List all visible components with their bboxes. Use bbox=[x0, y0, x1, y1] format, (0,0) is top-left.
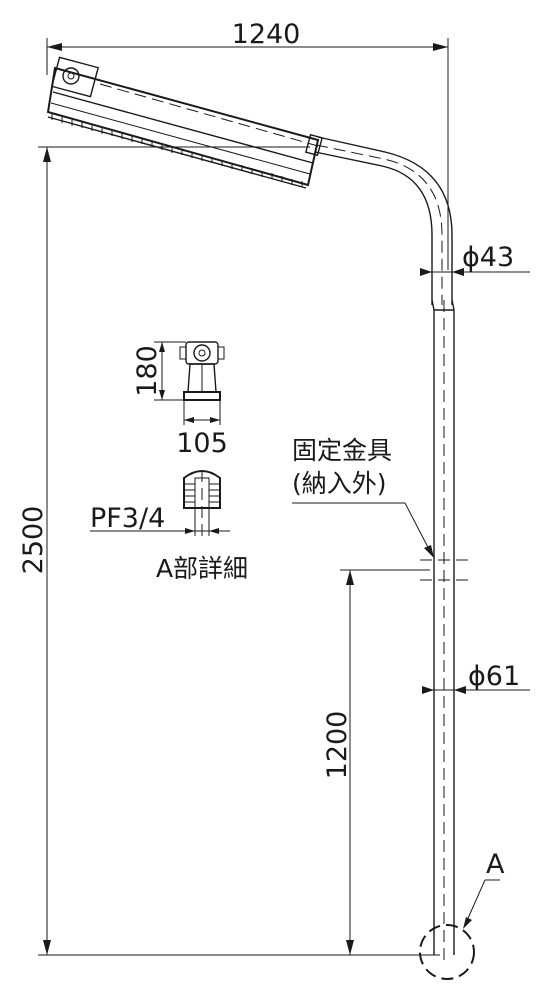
fixture-width-label: 105 bbox=[176, 428, 228, 459]
detail-a-title: A部詳細 bbox=[156, 554, 248, 583]
bracket-note: 固定金具 (納入外) bbox=[292, 436, 434, 558]
overall-height-dimension: 2500 bbox=[18, 146, 440, 956]
lower-pipe-dia-label: ϕ61 bbox=[468, 661, 520, 692]
detail-a-marker: A bbox=[419, 849, 505, 980]
main-pole: ϕ61 bbox=[420, 299, 530, 960]
width-dimension: 1240 bbox=[46, 19, 449, 270]
pole-arm: ϕ43 bbox=[314, 136, 530, 305]
detail-a-marker-label: A bbox=[486, 849, 505, 880]
luminaire-head bbox=[46, 56, 323, 189]
thread-label: PF3/4 bbox=[90, 503, 165, 534]
overall-height-label: 2500 bbox=[18, 506, 49, 575]
fixture-height-label: 180 bbox=[132, 345, 163, 397]
upper-pipe-dia-label: ϕ43 bbox=[462, 242, 514, 273]
fixture-side-view: 180 105 bbox=[132, 341, 228, 459]
mount-height-label: 1200 bbox=[322, 711, 353, 780]
bracket-label-line2: (納入外) bbox=[292, 469, 387, 498]
mount-height-dimension: 1200 bbox=[322, 569, 430, 955]
detail-a: PF3/4 A部詳細 bbox=[90, 470, 248, 583]
bracket-label-line1: 固定金具 bbox=[292, 436, 392, 465]
width-dimension-label: 1240 bbox=[232, 19, 301, 50]
